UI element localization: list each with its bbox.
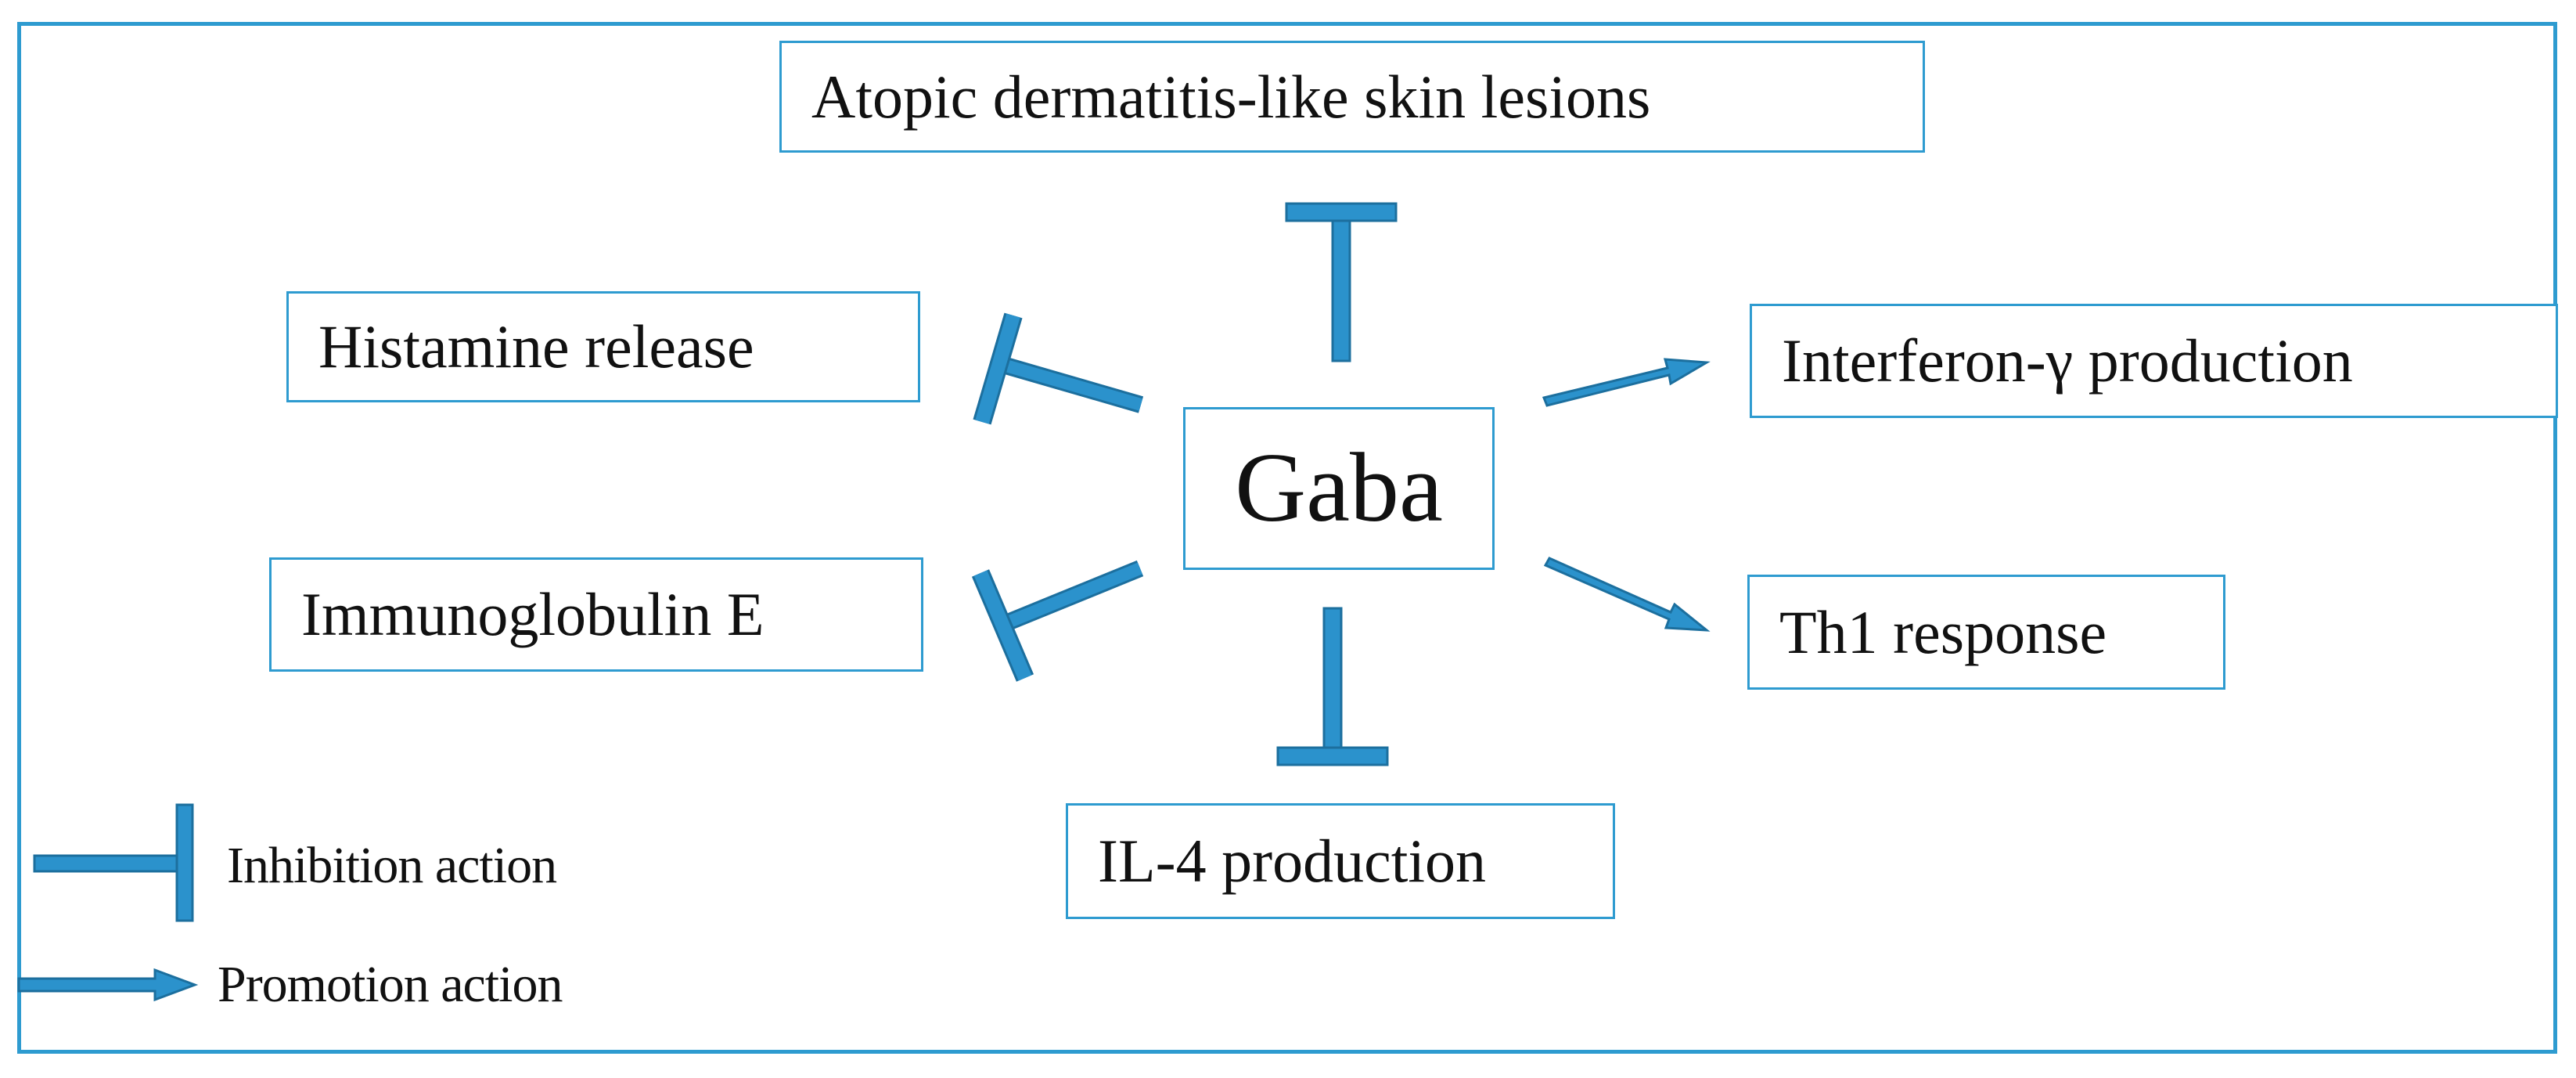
node-th1-response: Th1 response [1747, 575, 2225, 690]
promotion-arrow-lower-right [1543, 557, 1711, 632]
inhibition-connector-lower-left [971, 560, 1144, 682]
node-il4-production: IL-4 production [1066, 803, 1615, 919]
node-atopic-dermatitis-label: Atopic dermatitis-like skin lesions [811, 62, 1651, 131]
inhibition-connector-bottom [1276, 607, 1389, 766]
node-immunoglobulin-e-label: Immunoglobulin E [301, 580, 765, 648]
node-immunoglobulin-e: Immunoglobulin E [269, 557, 923, 672]
node-interferon-gamma: Interferon-γ production [1750, 304, 2558, 418]
node-th1-response-label: Th1 response [1779, 597, 2107, 666]
promotion-arrow-upper-right [1542, 358, 1711, 407]
legend-promotion-label: Promotion action [218, 956, 563, 1013]
legend-inhibition-label: Inhibition action [227, 837, 557, 894]
outer-frame [17, 22, 2557, 1054]
node-histamine-release: Histamine release [286, 291, 920, 402]
inhibition-connector-upper-left [973, 312, 1144, 425]
node-il4-production-label: IL-4 production [1098, 827, 1487, 895]
legend-inhibition-symbol [33, 803, 194, 922]
node-gaba-label: Gaba [1235, 434, 1443, 543]
inhibition-connector-top [1285, 202, 1398, 362]
legend-promotion-arrow [17, 968, 199, 1002]
node-atopic-dermatitis: Atopic dermatitis-like skin lesions [779, 41, 1925, 153]
node-interferon-gamma-label: Interferon-γ production [1782, 326, 2353, 395]
node-gaba: Gaba [1183, 407, 1495, 570]
node-histamine-release-label: Histamine release [318, 312, 754, 380]
